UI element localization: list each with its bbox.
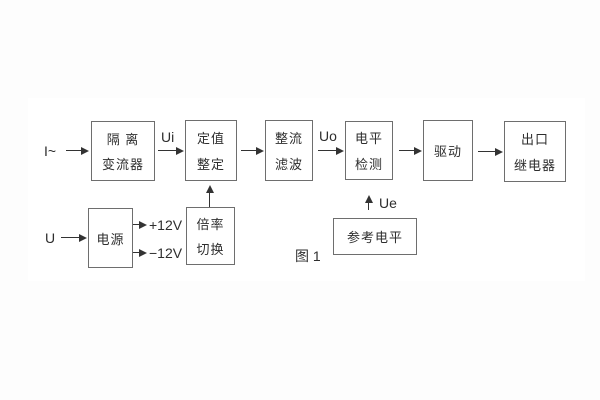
- arrow-input-current-to-isolation: [66, 150, 81, 152]
- block-output-relay: 出口 继电器: [504, 121, 566, 182]
- block-label: 隔 离: [106, 131, 140, 147]
- block-isolation-transformer: 隔 离 变流器: [91, 121, 155, 181]
- block-rectifier-filter: 整流 滤波: [265, 120, 313, 181]
- block-label: 整流: [274, 131, 303, 146]
- block-power-supply: 电源: [88, 208, 133, 268]
- block-label: 检测: [354, 156, 383, 172]
- arrow-ui-isolation-to-setting: [158, 150, 176, 152]
- label-input-current: I~: [44, 143, 57, 159]
- arrow-power-minus-12v: [133, 252, 139, 254]
- block-label: 切换: [196, 242, 225, 257]
- arrow-ue-reference-to-level: [368, 203, 370, 210]
- block-label: 电源: [96, 231, 125, 247]
- block-drive: 驱动: [423, 120, 473, 181]
- block-label: 滤波: [274, 157, 303, 172]
- label-uo: Uo: [319, 128, 337, 144]
- block-setpoint-adjust: 定值 整定: [185, 120, 237, 181]
- label-ui: Ui: [161, 129, 175, 145]
- block-label: 定值: [196, 131, 225, 146]
- block-reference-level: 参考电平: [333, 218, 417, 255]
- arrow-input-voltage-to-power: [61, 237, 79, 239]
- block-label: 变流器: [101, 157, 144, 173]
- arrow-uo-rectify-to-level: [318, 150, 336, 152]
- label-input-voltage: U: [45, 230, 56, 246]
- block-label: 继电器: [513, 158, 556, 173]
- block-label: 整定: [196, 157, 225, 172]
- block-ratio-switch: 倍率 切换: [186, 207, 235, 265]
- label-minus-12v: −12V: [149, 245, 183, 261]
- arrow-setting-to-rectify: [241, 150, 256, 152]
- block-level-detection: 电平 检测: [345, 121, 393, 180]
- block-label: 驱动: [433, 144, 462, 159]
- block-label: 电平: [354, 131, 383, 147]
- block-label: 参考电平: [346, 230, 403, 245]
- label-plus-12v: +12V: [149, 217, 183, 233]
- block-label: 出口: [520, 132, 549, 147]
- block-label: 倍率: [196, 217, 225, 232]
- label-ue: Ue: [379, 195, 397, 211]
- arrow-ratio-to-setting: [209, 193, 211, 207]
- figure-caption: 图 1: [295, 248, 321, 264]
- arrow-drive-to-output: [478, 151, 495, 153]
- arrow-level-to-drive: [399, 150, 414, 152]
- arrow-power-plus-12v: [133, 224, 139, 226]
